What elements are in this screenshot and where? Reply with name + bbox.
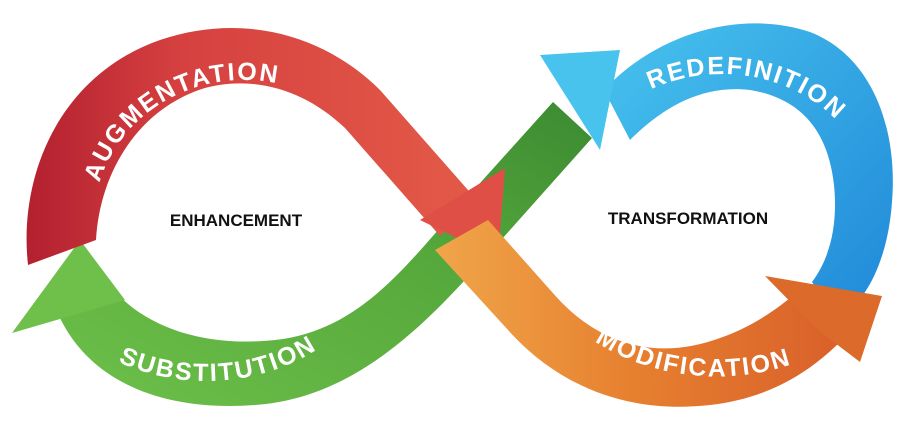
transformation-label: TRANSFORMATION xyxy=(608,209,768,228)
redefinition-arrow xyxy=(540,23,893,321)
enhancement-label: ENHANCEMENT xyxy=(170,211,303,230)
modification-arrow xyxy=(435,220,882,407)
